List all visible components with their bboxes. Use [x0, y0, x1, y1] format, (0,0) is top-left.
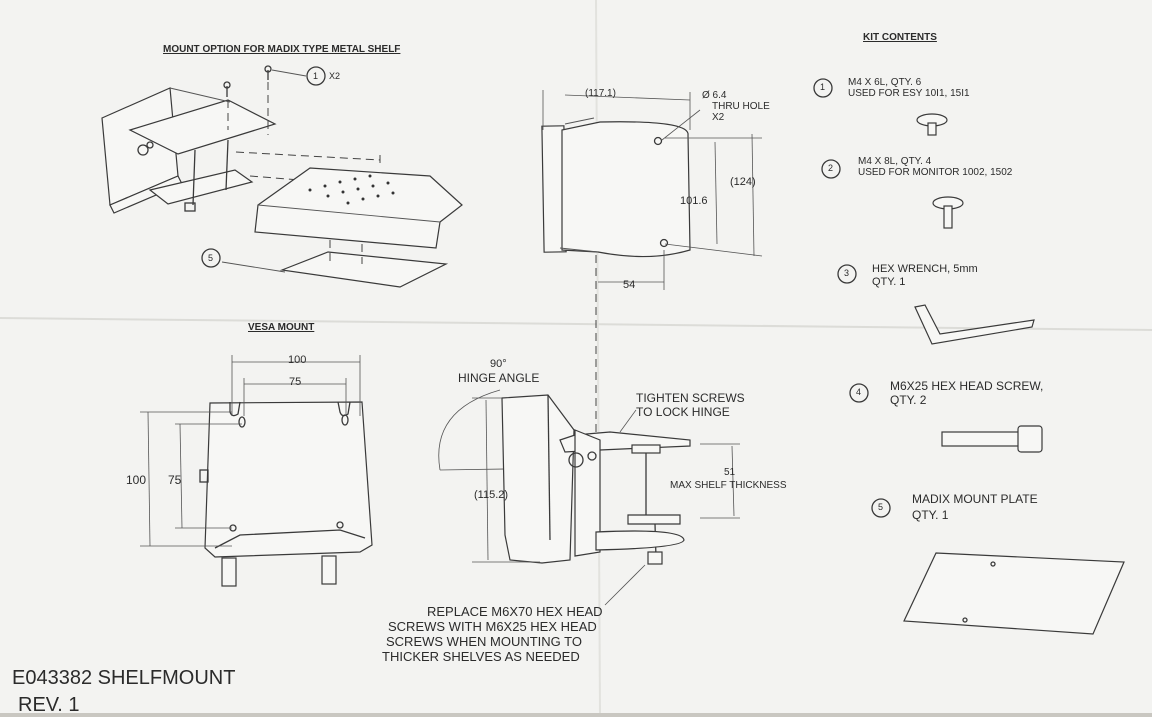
kit-item-2-line1: M4 X 8L, QTY. 4 [858, 156, 932, 167]
hinge-angle-value: 90° [490, 358, 507, 370]
vesa-height-100: 100 [126, 473, 147, 487]
hinge-angle-label: HINGE ANGLE [458, 371, 540, 385]
mount-option-title: MOUNT OPTION FOR MADIX TYPE METAL SHELF [163, 44, 401, 55]
callout-1-number: 1 [313, 71, 319, 81]
dim-offset-54: 54 [623, 279, 636, 291]
kit-item-1-line1: M4 X 6L, QTY. 6 [848, 77, 922, 88]
replace-note-line3: SCREWS WHEN MOUNTING TO [386, 634, 582, 649]
kit-item-2-number: 2 [828, 163, 834, 173]
kit-item-4-line1: M6X25 HEX HEAD SCREW, [890, 379, 1044, 393]
dim-width-117: (117.1) [585, 88, 616, 99]
hole-diameter: Ø 6.4 [702, 90, 727, 101]
kit-item-4-line2: QTY. 2 [890, 393, 927, 407]
kit-parts-drawings [813, 78, 1125, 635]
dim-height-124: (124) [730, 176, 756, 188]
vesa-width-100: 100 [288, 354, 307, 366]
kit-item-3-line2: QTY. 1 [872, 276, 906, 288]
kit-item-1-line2: USED FOR ESY 10I1, 15I1 [848, 88, 970, 99]
kit-item-2-line2: USED FOR MONITOR 1002, 1502 [858, 167, 1013, 178]
kit-item-5-line1: MADIX MOUNT PLATE [912, 492, 1038, 506]
kit-item-1-number: 1 [820, 82, 826, 92]
kit-contents-title: KIT CONTENTS [863, 32, 937, 43]
kit-item-5-line2: QTY. 1 [912, 508, 949, 522]
hole-count: X2 [712, 112, 725, 123]
kit-item-4-number: 4 [856, 387, 862, 397]
vesa-mount-drawing [140, 355, 373, 587]
replace-note-line4: THICKER SHELVES AS NEEDED [382, 649, 580, 664]
shelf-mount-drawing [101, 65, 463, 288]
vesa-width-75: 75 [289, 376, 302, 388]
dim-height-101: 101.6 [680, 195, 708, 207]
callout-1-quantity: X2 [329, 71, 341, 81]
paper-fold-vertical [595, 0, 601, 713]
max-thickness-label: MAX SHELF THICKNESS [670, 480, 787, 491]
kit-item-3-line1: HEX WRENCH, 5mm [872, 263, 978, 275]
paper-fold-horizontal [0, 317, 1152, 331]
tighten-note-line1: TIGHTEN SCREWS [636, 391, 745, 405]
replace-note-line2: SCREWS WITH M6X25 HEX HEAD [388, 619, 597, 634]
kit-item-3-number: 3 [844, 268, 850, 278]
hinge-drawing [438, 389, 740, 606]
hinge-height-115: (115.2) [474, 489, 509, 501]
hole-type: THRU HOLE [712, 101, 770, 112]
tighten-note-line2: TO LOCK HINGE [636, 405, 730, 419]
vesa-height-75: 75 [168, 473, 182, 487]
revision: REV. 1 [18, 694, 80, 716]
callout-5-number: 5 [208, 253, 214, 263]
part-number: E043382 SHELFMOUNT [12, 667, 236, 689]
kit-item-5-number: 5 [878, 502, 884, 512]
vesa-mount-title: VESA MOUNT [248, 322, 315, 333]
max-thickness-value: 51 [724, 467, 736, 478]
replace-note-line1: REPLACE M6X70 HEX HEAD [427, 604, 603, 619]
